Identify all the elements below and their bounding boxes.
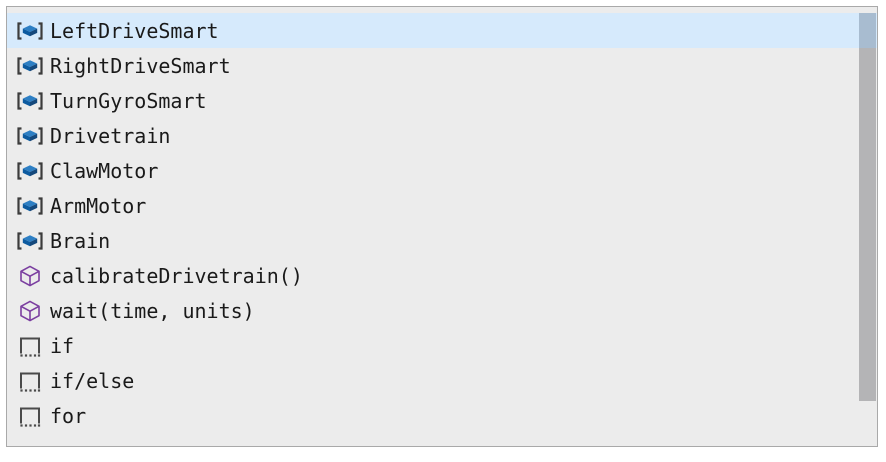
palette-item-label: LeftDriveSmart	[50, 18, 219, 43]
palette-item-label: wait(time, units)	[50, 298, 255, 323]
palette-item-drivetrain[interactable]: Drivetrain	[7, 118, 877, 153]
palette-item-label: ArmMotor	[50, 193, 147, 218]
palette-item-leftdrivesmart[interactable]: LeftDriveSmart	[7, 13, 877, 48]
palette-item-label: for	[50, 403, 87, 428]
scrollbar-thumb[interactable]	[859, 13, 876, 401]
palette-item-wait-time-units[interactable]: wait(time, units)	[7, 293, 877, 328]
palette-item-label: TurnGyroSmart	[50, 88, 207, 113]
palette-item-label: if	[50, 333, 75, 358]
blue-box-device-icon	[17, 229, 43, 253]
palette-item-label: ClawMotor	[50, 158, 159, 183]
blue-box-device-icon	[17, 19, 43, 43]
blue-box-device-icon	[17, 159, 43, 183]
palette-item-armmotor[interactable]: ArmMotor	[7, 188, 877, 223]
palette-item-turngyrosmart[interactable]: TurnGyroSmart	[7, 83, 877, 118]
gray-dotted-block-icon	[17, 404, 43, 428]
palette-item-if[interactable]: if	[7, 328, 877, 363]
palette-item-clawmotor[interactable]: ClawMotor	[7, 153, 877, 188]
gray-dotted-block-icon	[17, 369, 43, 393]
palette-item-if-else[interactable]: if/else	[7, 363, 877, 398]
blue-box-device-icon	[17, 89, 43, 113]
palette-item-rightdrivesmart[interactable]: RightDriveSmart	[7, 48, 877, 83]
palette-item-label: calibrateDrivetrain()	[50, 263, 303, 288]
palette-item-label: if/else	[50, 368, 135, 393]
palette-item-for[interactable]: for	[7, 398, 877, 433]
palette-item-calibratedrivetrain[interactable]: calibrateDrivetrain()	[7, 258, 877, 293]
palette-item-brain[interactable]: Brain	[7, 223, 877, 258]
palette-item-label: RightDriveSmart	[50, 53, 231, 78]
gray-dotted-block-icon	[17, 334, 43, 358]
purple-cube-function-icon	[17, 264, 43, 288]
scrollbar-track[interactable]	[859, 7, 877, 446]
palette-panel: LeftDriveSmart RightDriveSmart TurnGyroS…	[6, 6, 878, 447]
blue-box-device-icon	[17, 124, 43, 148]
purple-cube-function-icon	[17, 299, 43, 323]
blue-box-device-icon	[17, 194, 43, 218]
palette-item-label: Drivetrain	[50, 123, 171, 148]
palette-list: LeftDriveSmart RightDriveSmart TurnGyroS…	[7, 13, 877, 433]
blue-box-device-icon	[17, 54, 43, 78]
palette-item-label: Brain	[50, 228, 111, 253]
